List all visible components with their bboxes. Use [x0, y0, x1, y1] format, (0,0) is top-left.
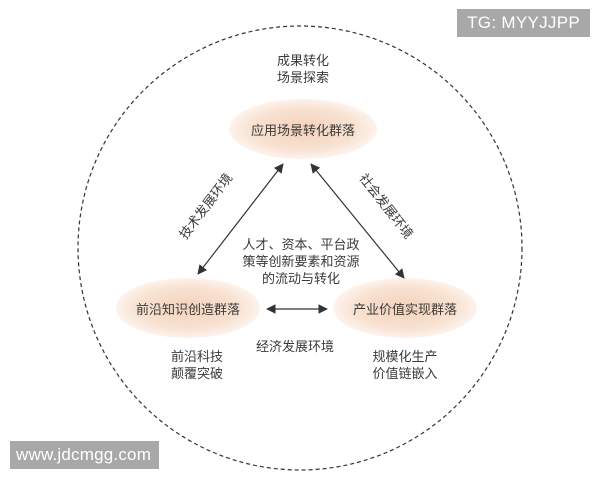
right-node-caption: 规模化生产 价值链嵌入 [360, 349, 450, 383]
node-top-shape [229, 99, 377, 159]
edge-left-arrow [197, 163, 284, 275]
node-top-label: 应用场景转化群落 [250, 124, 355, 139]
node-right-label: 产业价值实现群落 [352, 303, 457, 318]
left-caption-line1: 前沿科技 [170, 350, 223, 365]
center-line1: 人才、资本、平台政 [242, 238, 360, 253]
edge-right-arrow [310, 163, 405, 279]
left-caption-line2: 颠覆突破 [170, 367, 223, 382]
top-caption-line2: 场景探索 [276, 71, 329, 86]
watermark-top-right: TG: MYYJJPP [457, 9, 590, 37]
center-line3: 的流动与转化 [261, 272, 340, 287]
top-node-caption: 成果转化 场景探索 [268, 53, 338, 87]
right-caption-line2: 价值链嵌入 [372, 367, 438, 382]
center-line2: 策等创新要素和资源 [242, 255, 360, 270]
edge-bottom-label: 经济发展环境 [256, 340, 335, 355]
watermark-bottom-left: www.jdcmgg.com [10, 441, 160, 469]
top-caption-line1: 成果转化 [276, 54, 329, 69]
left-node-caption: 前沿科技 颠覆突破 [162, 349, 232, 383]
center-text: 人才、资本、平台政 策等创新要素和资源 的流动与转化 [231, 237, 371, 288]
node-right-shape [333, 278, 477, 338]
right-caption-line1: 规模化生产 [372, 350, 438, 365]
node-left-label: 前沿知识创造群落 [135, 303, 240, 318]
node-left-shape [116, 278, 260, 338]
outer-dashed-circle [77, 25, 523, 471]
